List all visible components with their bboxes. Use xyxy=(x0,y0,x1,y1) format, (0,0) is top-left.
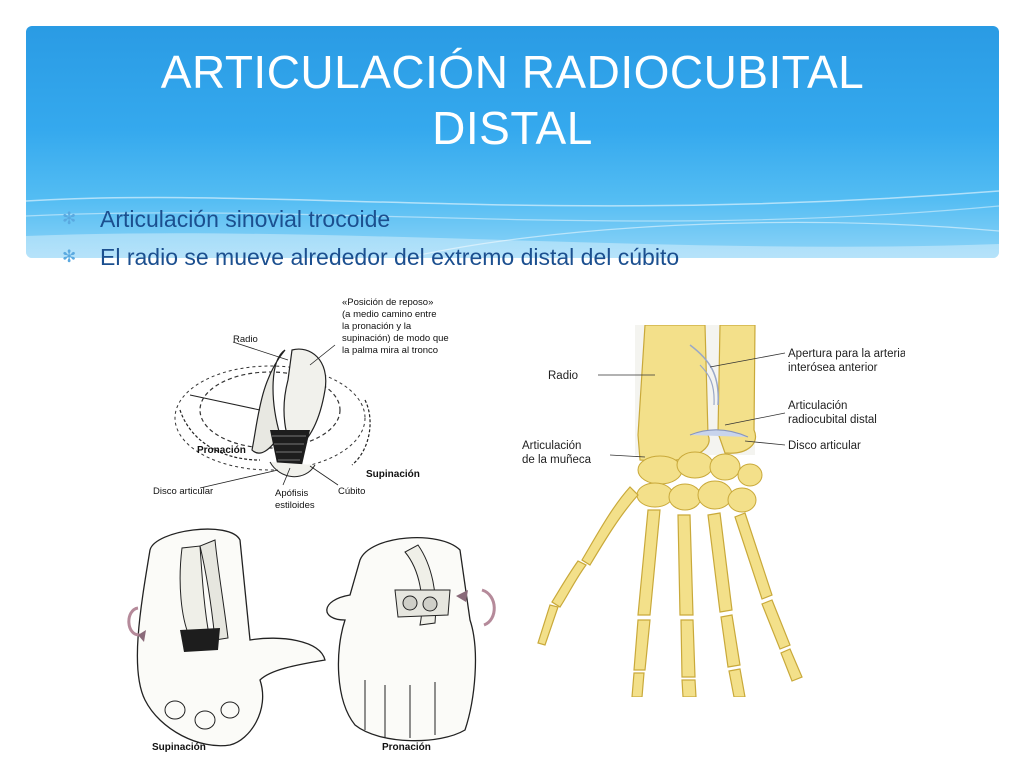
bullet-text: El radio se mueve alrededor del extremo … xyxy=(100,244,680,270)
carpal-bones xyxy=(636,451,763,513)
slide-title: ARTICULACIÓN RADIOCUBITAL DISTAL xyxy=(26,44,999,156)
radiocubital-label-2: radiocubital distal xyxy=(788,414,877,426)
rest-position-label-3: la pronación y la xyxy=(342,321,412,332)
title-banner xyxy=(26,26,999,258)
bullet-text: Articulación sinovial trocoide xyxy=(100,206,391,232)
apertura-label-1: Apertura para la arteria xyxy=(788,348,905,360)
asterisk-icon: ✻ xyxy=(62,247,77,266)
asterisk-icon: ✻ xyxy=(62,209,77,228)
cubito-label: Cúbito xyxy=(338,486,365,497)
supinacion-label: Supinación xyxy=(366,469,420,480)
pronation-hand-illustration xyxy=(326,537,496,742)
muneca-label-2: de la muñeca xyxy=(522,454,592,466)
apofisis-label-2: estiloides xyxy=(275,500,315,511)
apertura-label-2: interósea anterior xyxy=(788,362,878,374)
rest-position-label-5: la palma mira al tronco xyxy=(342,345,438,356)
banner-wave-decoration xyxy=(26,190,999,258)
supination-hand-illustration xyxy=(127,528,326,747)
rest-position-label-4: supinación) de modo que xyxy=(342,333,449,344)
apofisis-label-1: Apófisis xyxy=(275,488,309,499)
radiocubital-label-1: Articulación xyxy=(788,400,847,412)
rest-position-label-2: (a medio camino entre xyxy=(342,309,437,320)
bullet-list: ✻ Articulación sinovial trocoide ✻ El ra… xyxy=(62,200,962,276)
forearm-bones-illustration xyxy=(174,341,371,489)
radio-label: Radio xyxy=(548,370,578,382)
wrist-anatomy-figure: Radio Apertura para la arteria interósea… xyxy=(522,325,905,697)
metacarpals-and-phalanges xyxy=(537,486,803,697)
caption-supinacion: Supinación xyxy=(152,742,206,753)
radio-label: Radio xyxy=(233,334,258,345)
leader-lines xyxy=(598,352,786,458)
forearm-bones xyxy=(637,325,757,462)
title-line-1: ARTICULACIÓN RADIOCUBITAL xyxy=(160,46,865,98)
bullet-item: ✻ El radio se mueve alrededor del extrem… xyxy=(62,238,962,276)
disco-articular-label: Disco articular xyxy=(788,440,861,452)
rest-position-label-1: «Posición de reposo» xyxy=(342,297,433,308)
pronacion-label: Pronación xyxy=(197,445,246,456)
disco-articular-label: Disco articular xyxy=(153,486,213,497)
title-line-2: DISTAL xyxy=(432,102,593,154)
pronation-supination-figure: «Posición de reposo» (a medio camino ent… xyxy=(127,297,496,753)
caption-pronacion: Pronación xyxy=(382,742,431,753)
muneca-label-1: Articulación xyxy=(522,440,581,452)
bullet-item: ✻ Articulación sinovial trocoide xyxy=(62,200,962,238)
